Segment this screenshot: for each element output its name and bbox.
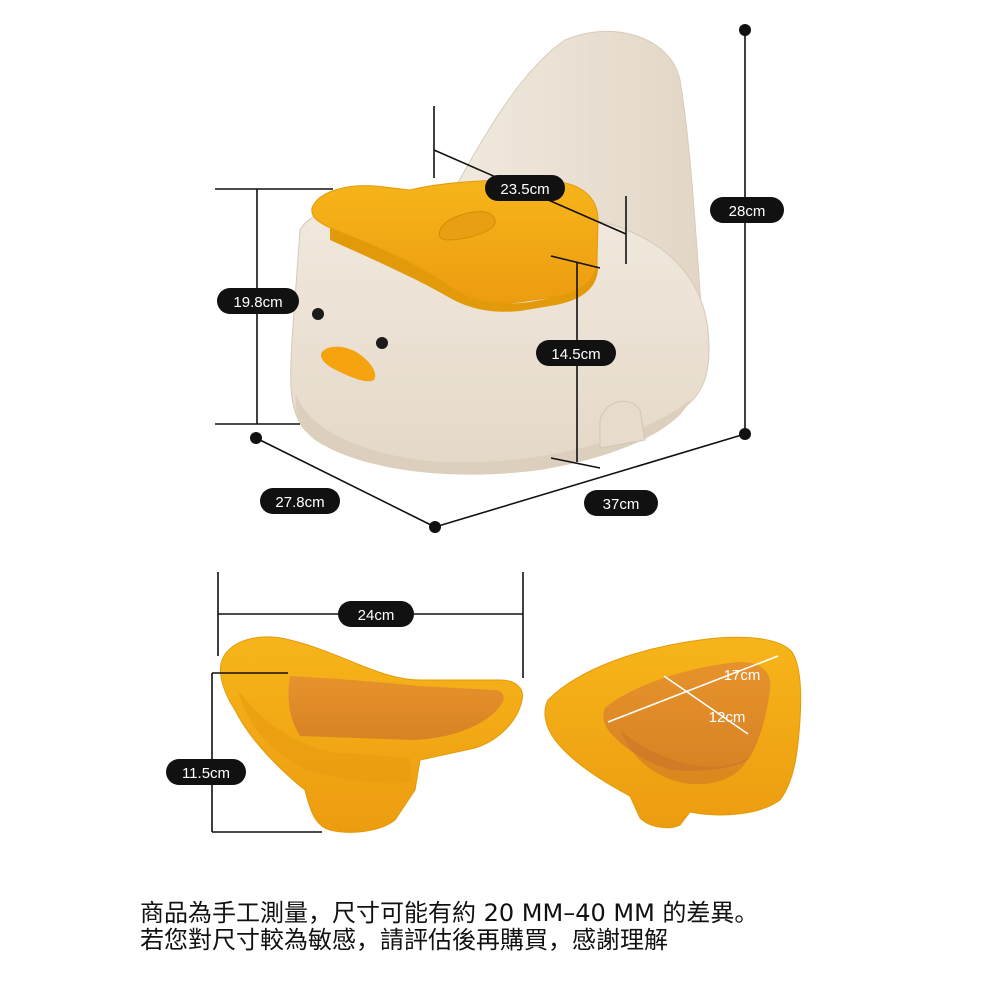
dim-basin-inner-length-line bbox=[607, 655, 779, 723]
potty-eye-right bbox=[376, 337, 388, 349]
potty-foot bbox=[599, 400, 646, 449]
dot-base-front bbox=[429, 521, 441, 533]
basin-side-rim-shade bbox=[238, 690, 412, 784]
basin-top-view bbox=[544, 636, 802, 829]
label-basin-height: 11.5cm bbox=[166, 759, 246, 785]
dot-total-height-top bbox=[739, 24, 751, 36]
dim-seat-height-bottom-tick bbox=[550, 457, 601, 469]
label-base-depth-text: 27.8cm bbox=[275, 494, 324, 511]
dimension-labels: 23.5cm 28cm 19.8cm 14.5cm 27.8cm 37cm 24… bbox=[166, 175, 784, 785]
potty-beak bbox=[320, 346, 376, 382]
label-seat-height: 14.5cm bbox=[536, 340, 616, 366]
label-total-height: 28cm bbox=[710, 197, 784, 223]
measurement-note-line-2: 若您對尺寸較為敏感，請評估後再購買，感謝理解 bbox=[140, 926, 668, 954]
dim-seat-height-top-tick bbox=[550, 255, 601, 269]
label-basin-inner-width-text: 12cm bbox=[709, 709, 746, 726]
dot-total-height-bottom bbox=[739, 428, 751, 440]
dimension-lines bbox=[211, 30, 779, 833]
potty-lid-handle bbox=[438, 211, 496, 241]
potty-eye-left bbox=[312, 308, 324, 320]
dim-basin-inner-width-line bbox=[663, 675, 749, 735]
label-total-height-text: 28cm bbox=[729, 203, 766, 220]
potty-base-skirt bbox=[295, 395, 690, 475]
potty-chair bbox=[290, 30, 710, 475]
basin-side-inner bbox=[288, 676, 504, 740]
dot-base-left bbox=[250, 432, 262, 444]
dimension-endpoints bbox=[250, 24, 751, 533]
label-base-width-text: 37cm bbox=[603, 496, 640, 513]
label-seat-depth-text: 23.5cm bbox=[500, 181, 549, 198]
label-seat-depth: 23.5cm bbox=[485, 175, 565, 201]
basin-top-inner-depth bbox=[620, 730, 748, 785]
label-basin-width: 24cm bbox=[338, 601, 414, 627]
dim-base-width-line bbox=[434, 433, 746, 528]
dim-base-depth-line bbox=[255, 437, 436, 528]
basin-top-inner bbox=[603, 662, 771, 771]
label-seat-height-text: 14.5cm bbox=[551, 346, 600, 363]
basin-side-view bbox=[220, 636, 524, 833]
label-basin-width-text: 24cm bbox=[358, 607, 395, 624]
label-body-height: 19.8cm bbox=[217, 288, 299, 314]
label-basin-inner-length-text: 17cm bbox=[724, 667, 761, 684]
label-body-height-text: 19.8cm bbox=[233, 294, 282, 311]
label-basin-height-text: 11.5cm bbox=[182, 765, 230, 782]
label-base-width: 37cm bbox=[584, 490, 658, 516]
label-base-depth: 27.8cm bbox=[260, 488, 340, 514]
measurement-note-line-1: 商品為手工測量，尺寸可能有約 20 MM–40 MM 的差異。 bbox=[140, 899, 759, 927]
